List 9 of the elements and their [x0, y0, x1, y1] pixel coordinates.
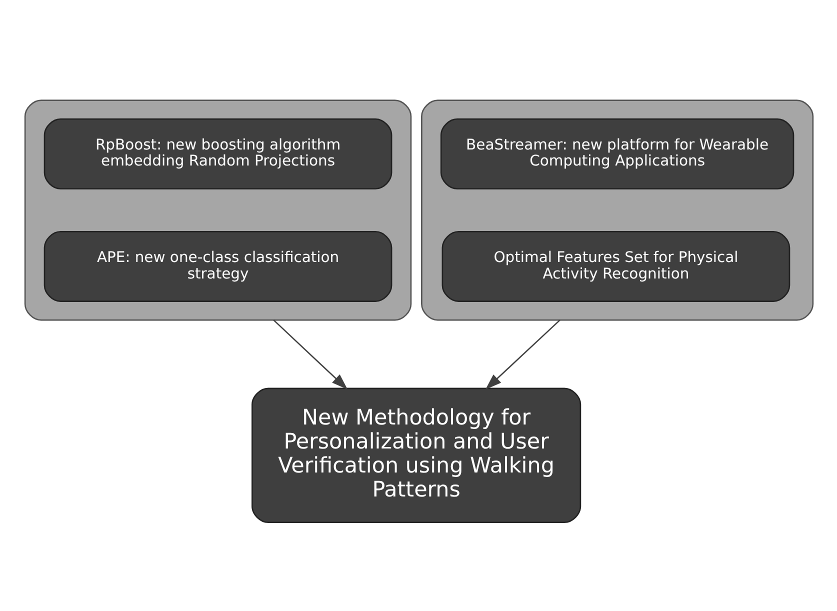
node-box: Optimal Features Set for Physical Activity Recognition	[441, 230, 790, 302]
node-box: BeaStreamer: new platform for Wearable Computing Applications	[440, 118, 794, 189]
cluster	[24, 99, 412, 320]
node-box: APE: new one-class classification strategy	[43, 230, 392, 302]
cluster	[420, 99, 814, 320]
node-box: RpBoost: new boosting algorithm embedding Random Projections	[43, 118, 392, 189]
arrow	[272, 319, 348, 390]
node-box: New Methodology for Personalization and User Verification using Walking Patterns	[251, 387, 581, 523]
arrow	[484, 319, 560, 390]
